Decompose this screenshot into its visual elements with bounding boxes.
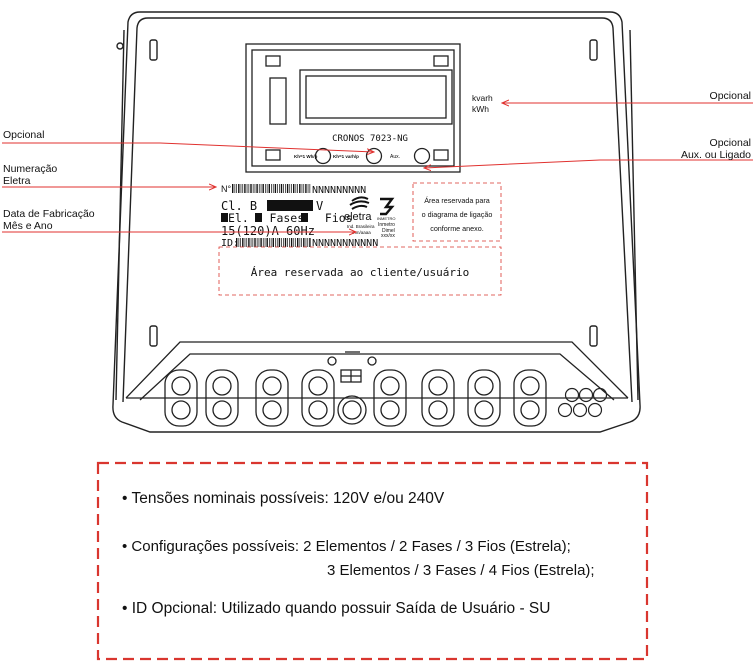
terminal-screw	[474, 400, 494, 420]
led2-label: Kh=1 varh/p	[333, 154, 359, 159]
callout-numeracao: Numeração	[3, 163, 58, 175]
terminal-screw	[262, 400, 282, 420]
aux-terminal	[572, 402, 588, 418]
serial-prefix: N°	[221, 184, 231, 194]
meter-body	[112, 11, 641, 433]
terminal-screws	[164, 369, 608, 427]
callout-lines	[2, 103, 753, 232]
terminal	[301, 369, 335, 427]
terminal-screw	[380, 400, 400, 420]
current-line: 15(120)A 60Hz	[221, 224, 315, 238]
note-voltage: • Tensões nominais possíveis: 120V e/ou …	[122, 490, 445, 507]
terminal	[421, 369, 455, 427]
id-suffix: NNNNNNNNNNN	[312, 238, 378, 249]
aux-terminal	[564, 387, 580, 403]
notes-frame	[96, 461, 649, 661]
aux-label: Aux.	[390, 154, 400, 160]
aux-terminal	[587, 402, 603, 418]
terminal-screw	[474, 376, 494, 396]
callout-opcional-right: Opcional	[709, 90, 751, 102]
svg-text:Ind. Brasileira: Ind. Brasileira	[347, 224, 375, 229]
callout-opcional-right2: Opcional	[709, 137, 751, 149]
svg-text:Área reservada ao cliente/usuá: Área reservada ao cliente/usuário	[251, 266, 470, 279]
note-config: • Configurações possíveis: 2 Elementos /…	[122, 538, 571, 555]
svg-text:Dimel: Dimel	[382, 228, 395, 234]
callout-eletra: Eletra	[3, 175, 31, 187]
terminal-screw	[308, 400, 328, 420]
voltage-unit: V	[316, 199, 323, 213]
id-label: ID:	[221, 238, 239, 249]
terminal-block	[125, 341, 629, 425]
reserved-diagram-box	[412, 182, 502, 242]
terminal	[164, 369, 198, 427]
terminal-screw	[171, 376, 191, 396]
terminal	[467, 369, 501, 427]
terminal-screw	[262, 376, 282, 396]
terminal	[205, 369, 239, 427]
note-config-2: 3 Elementos / 3 Fases / 4 Fios (Estrela)…	[327, 562, 595, 579]
serial-barcode	[232, 184, 311, 193]
callout-opcional-left: Opcional	[3, 129, 45, 141]
terminal	[255, 369, 289, 427]
svg-text:Inmetro: Inmetro	[378, 222, 395, 228]
reserved-client-box	[218, 246, 502, 296]
aux-terminal	[578, 387, 594, 403]
callout-data-fabricacao: Data de Fabricação	[3, 208, 95, 220]
svg-text:INMETRO: INMETRO	[377, 216, 395, 221]
callout-aux-ligado: Aux. ou Ligado	[680, 149, 751, 161]
voltage-field	[267, 200, 313, 211]
model-label: CRONOS 7023-NG	[332, 134, 408, 144]
terminal-screw	[520, 400, 540, 420]
terminal-screw	[212, 376, 232, 396]
nameplate: N° NNNNNNNNN Cl. B V El. Fases Fios 15(1…	[218, 182, 502, 296]
terminal-screw	[428, 400, 448, 420]
id-barcode	[236, 238, 311, 247]
terminal-screw	[520, 376, 540, 396]
unit-kwh: kWh	[472, 104, 489, 114]
config-line: El. Fases Fios	[228, 211, 353, 225]
callout-mes-ano: Mês e Ano	[3, 220, 53, 232]
terminal-screw	[171, 400, 191, 420]
terminal	[513, 369, 547, 427]
svg-text:Área reservada para: Área reservada para	[424, 196, 490, 205]
led1-label: Kh=1 Wh/p	[294, 154, 318, 159]
svg-text:o diagrama de ligação: o diagrama de ligação	[422, 210, 493, 219]
terminal	[373, 369, 407, 427]
eletra-logo: eletra Ind. Brasileira mm/aaaa	[344, 196, 375, 235]
svg-text:xxx/xx: xxx/xx	[381, 233, 395, 239]
aux-terminal	[592, 387, 608, 403]
aux-terminal	[557, 402, 573, 418]
svg-text:mm/aaaa: mm/aaaa	[352, 230, 371, 235]
svg-text:eletra: eletra	[344, 211, 372, 223]
inmetro-logo: INMETRO Inmetro Dimel xxx/xx	[377, 197, 395, 239]
svg-text:conforme anexo.: conforme anexo.	[430, 224, 484, 233]
serial-suffix: NNNNNNNNN	[312, 185, 366, 196]
note-id: • ID Opcional: Utilizado quando possuir …	[122, 600, 551, 617]
terminal-screw	[428, 376, 448, 396]
unit-kvarh: kvarh	[472, 93, 493, 103]
terminal-screw	[380, 376, 400, 396]
display-module	[245, 43, 461, 173]
class-label: Cl. B	[221, 199, 257, 213]
terminal-screw	[308, 376, 328, 396]
terminal-screw	[212, 400, 232, 420]
